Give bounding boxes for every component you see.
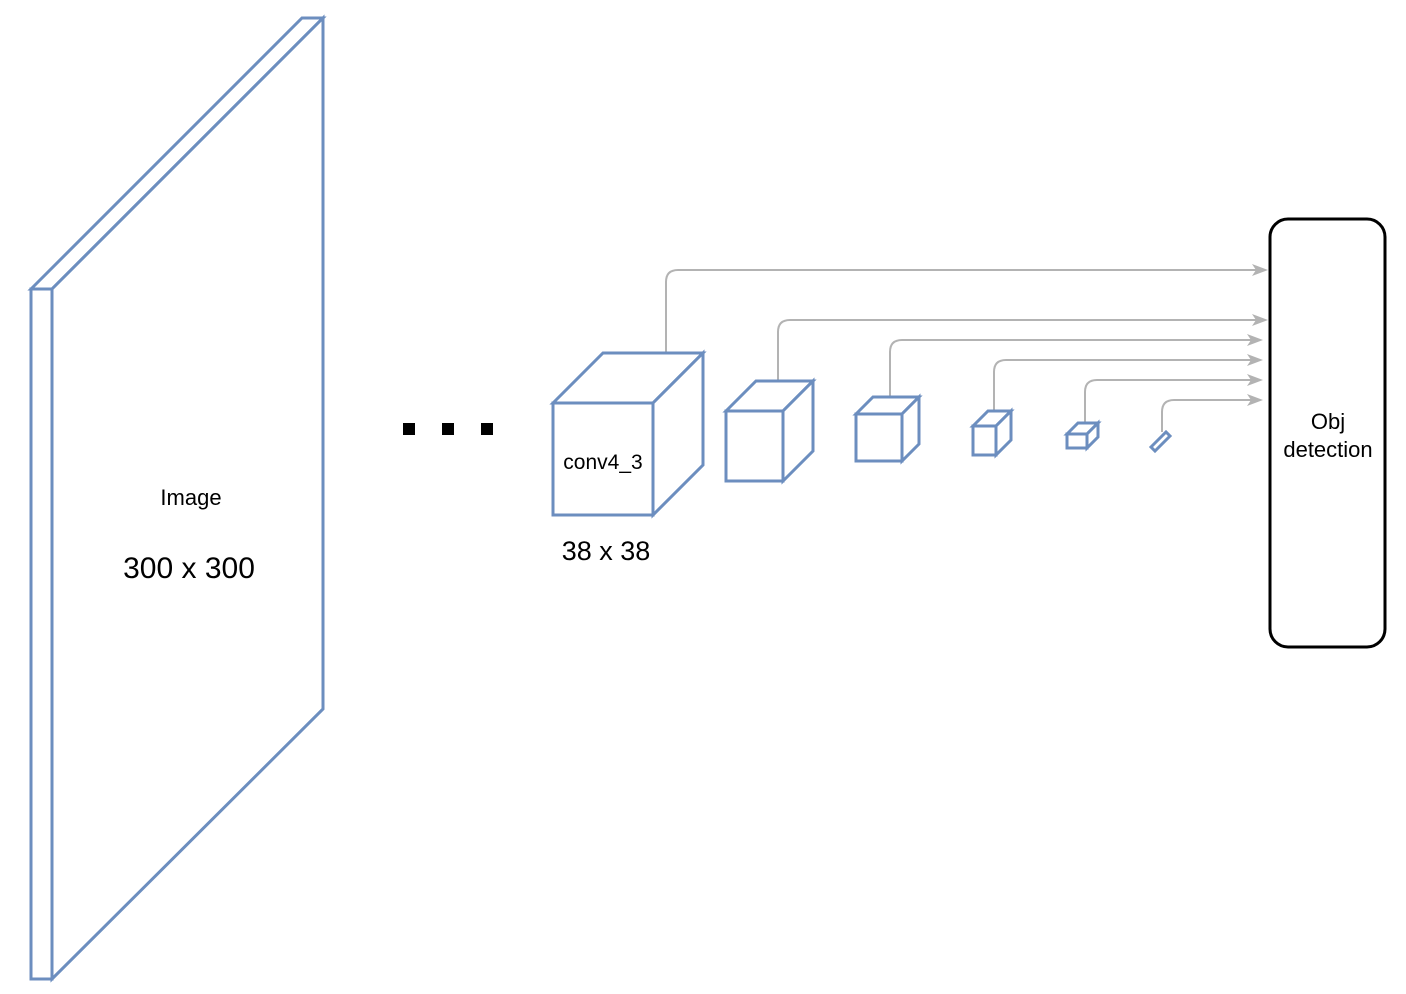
feature-map-6-face: [1148, 429, 1173, 454]
connector-feature-3: [889, 339, 1251, 397]
obj-detection-label-line2: detection: [1283, 437, 1372, 462]
feature-map-3-front-face: [854, 412, 904, 463]
ellipsis-dot: [442, 423, 454, 435]
input-image-label: Image: [160, 485, 221, 510]
connector-feature-6: [1161, 399, 1251, 432]
connector-feature-2: [777, 319, 1256, 381]
ellipsis-dot: [403, 423, 415, 435]
input-image-slab: Image 300 x 300: [27, 14, 327, 983]
feature-map-4-front-face: [971, 424, 998, 457]
feature-map-6-cube: [1148, 429, 1173, 454]
obj-detection-box: [1268, 217, 1387, 649]
feature-map-5-cube: [1063, 419, 1102, 452]
arrowhead: [1252, 314, 1268, 326]
connector-feature-5: [1084, 379, 1251, 423]
connector-conv4-3: [665, 269, 1256, 353]
conv4-3-cube: conv4_3 38 x 38: [549, 349, 707, 566]
arrowhead: [1247, 394, 1263, 406]
obj-detection-block: Obj detection: [1268, 217, 1387, 649]
obj-detection-label-line1: Obj: [1311, 409, 1345, 434]
feature-connectors: [665, 264, 1268, 432]
feature-map-4-cube: [969, 407, 1015, 459]
arrowhead: [1247, 374, 1263, 386]
feature-map-3-cube: [852, 393, 923, 465]
arrowhead: [1247, 334, 1263, 346]
ellipsis-dot: [481, 423, 493, 435]
feature-map-2-cube: [722, 377, 817, 485]
conv4-3-front-face: [551, 401, 655, 517]
input-image-front-face: [29, 287, 54, 981]
ellipsis: ...: [403, 423, 493, 435]
arrowhead: [1247, 354, 1263, 366]
conv4-3-label: conv4_3: [563, 451, 642, 474]
feature-map-2-front-face: [724, 409, 785, 483]
input-image-size: 300 x 300: [123, 552, 255, 585]
conv4-3-size: 38 x 38: [562, 536, 651, 566]
feature-map-5-front-face: [1065, 432, 1089, 450]
arrowhead: [1252, 264, 1268, 276]
connector-feature-4: [993, 359, 1251, 411]
